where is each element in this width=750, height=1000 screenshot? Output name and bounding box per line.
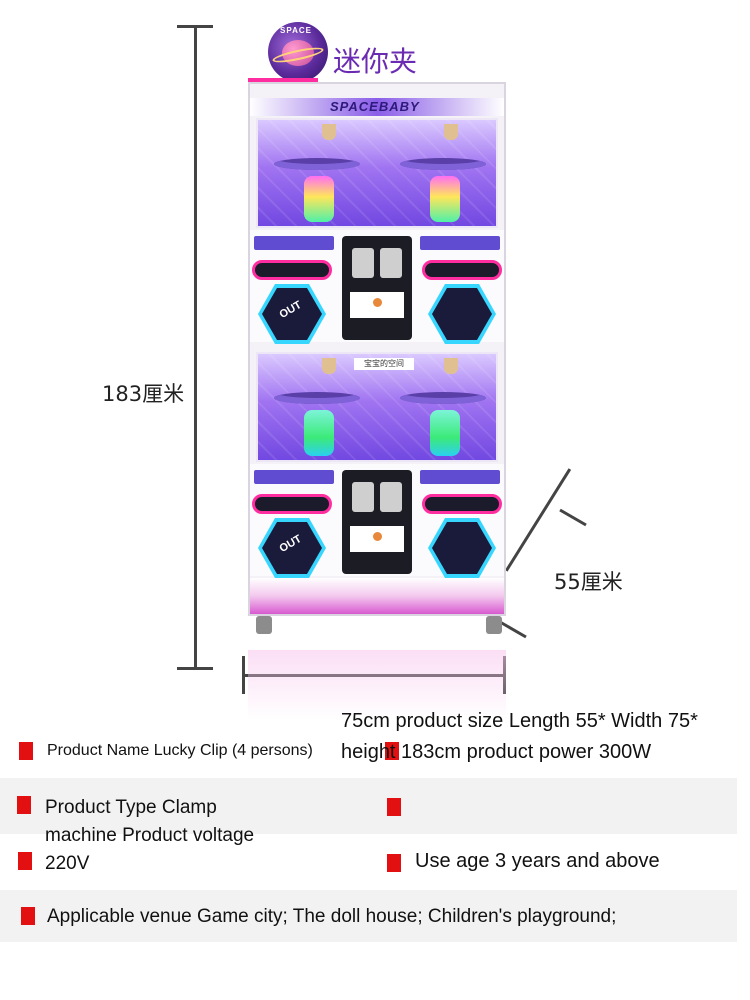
- prize-plate: [400, 392, 486, 404]
- claw-icon: [322, 358, 336, 374]
- coin-slot-icon: [380, 482, 402, 512]
- lower-control-panel: OUT: [250, 464, 504, 578]
- spec-venue: Applicable venue Game city; The doll hou…: [47, 906, 617, 927]
- spec-row: [0, 890, 737, 942]
- height-dimension-cap-bottom: [177, 667, 213, 670]
- brand-logo: SPACE: [268, 22, 328, 82]
- light-tube: [304, 410, 334, 456]
- lower-cabinet: 宝宝的空间: [256, 352, 498, 462]
- neon-stripe-left: [252, 494, 332, 514]
- upper-cabinet: [256, 118, 498, 228]
- coin-box: [342, 470, 412, 574]
- height-dimension-cap-top: [177, 25, 213, 28]
- marquee-text: SPACEBABY: [330, 99, 420, 114]
- control-buttons-right: [420, 236, 500, 250]
- claw-machine-image: SPACEBABY OUT 宝宝的空间: [248, 82, 506, 616]
- spec-product-name: Product Name Lucky Clip (4 persons): [47, 742, 313, 759]
- caster-wheel-icon: [486, 616, 502, 634]
- brand-name: 迷你夹: [333, 45, 418, 78]
- depth-label: 55厘米: [552, 564, 625, 598]
- bullet-icon: [18, 852, 32, 870]
- width-dimension-cap-left: [242, 656, 245, 694]
- spec-row: [0, 834, 737, 884]
- control-buttons-left: [254, 470, 334, 484]
- control-buttons-left: [254, 236, 334, 250]
- control-buttons-right: [420, 470, 500, 484]
- light-tube: [304, 176, 334, 222]
- planet-icon: [282, 40, 314, 66]
- brand-underline: [248, 78, 318, 82]
- light-tube: [430, 176, 460, 222]
- claw-icon: [444, 358, 458, 374]
- neon-stripe-right: [422, 494, 502, 514]
- floor-reflection: [248, 650, 506, 720]
- coin-box: [342, 236, 412, 340]
- coin-slot-icon: [352, 482, 374, 512]
- height-label: 183厘米: [98, 376, 189, 410]
- glass-pattern: [258, 120, 496, 226]
- upper-control-panel: OUT: [250, 230, 504, 344]
- light-tube: [430, 410, 460, 456]
- prize-plate: [400, 158, 486, 170]
- cabinet-sign: 宝宝的空间: [354, 358, 414, 370]
- prize-plate: [274, 158, 360, 170]
- bullet-icon: [387, 798, 401, 816]
- coin-slot-icon: [352, 248, 374, 278]
- coin-button-icon: [373, 298, 382, 307]
- spec-row: [0, 778, 737, 834]
- claw-icon: [322, 124, 336, 140]
- depth-dimension-cap-top: [559, 508, 587, 527]
- bullet-icon: [387, 854, 401, 872]
- bullet-icon: [17, 796, 31, 814]
- neon-stripe-left: [252, 260, 332, 280]
- bullet-icon: [19, 742, 33, 760]
- prize-door-right: [432, 522, 492, 574]
- spec-use-age: Use age 3 years and above: [415, 850, 660, 872]
- depth-dimension-cap-bottom: [499, 620, 527, 639]
- caster-wheel-icon: [256, 616, 272, 634]
- prize-door-left: [262, 522, 322, 574]
- depth-dimension-line: [505, 468, 572, 572]
- bullet-icon: [21, 907, 35, 925]
- spec-row: [0, 732, 737, 772]
- machine-marquee: SPACEBABY: [250, 98, 504, 116]
- claw-icon: [444, 124, 458, 140]
- machine-base: [250, 578, 504, 614]
- coin-slot-icon: [380, 248, 402, 278]
- height-dimension-line: [194, 26, 197, 670]
- prize-plate: [274, 392, 360, 404]
- neon-stripe-right: [422, 260, 502, 280]
- bullet-icon: [385, 742, 399, 760]
- coin-button-icon: [373, 532, 382, 541]
- spec-size-power: 75cm product size Length 55* Width 75* h…: [341, 710, 698, 763]
- spec-type-voltage: Product Type Clamp machine Product volta…: [45, 797, 255, 874]
- logo-text: SPACE: [280, 26, 312, 35]
